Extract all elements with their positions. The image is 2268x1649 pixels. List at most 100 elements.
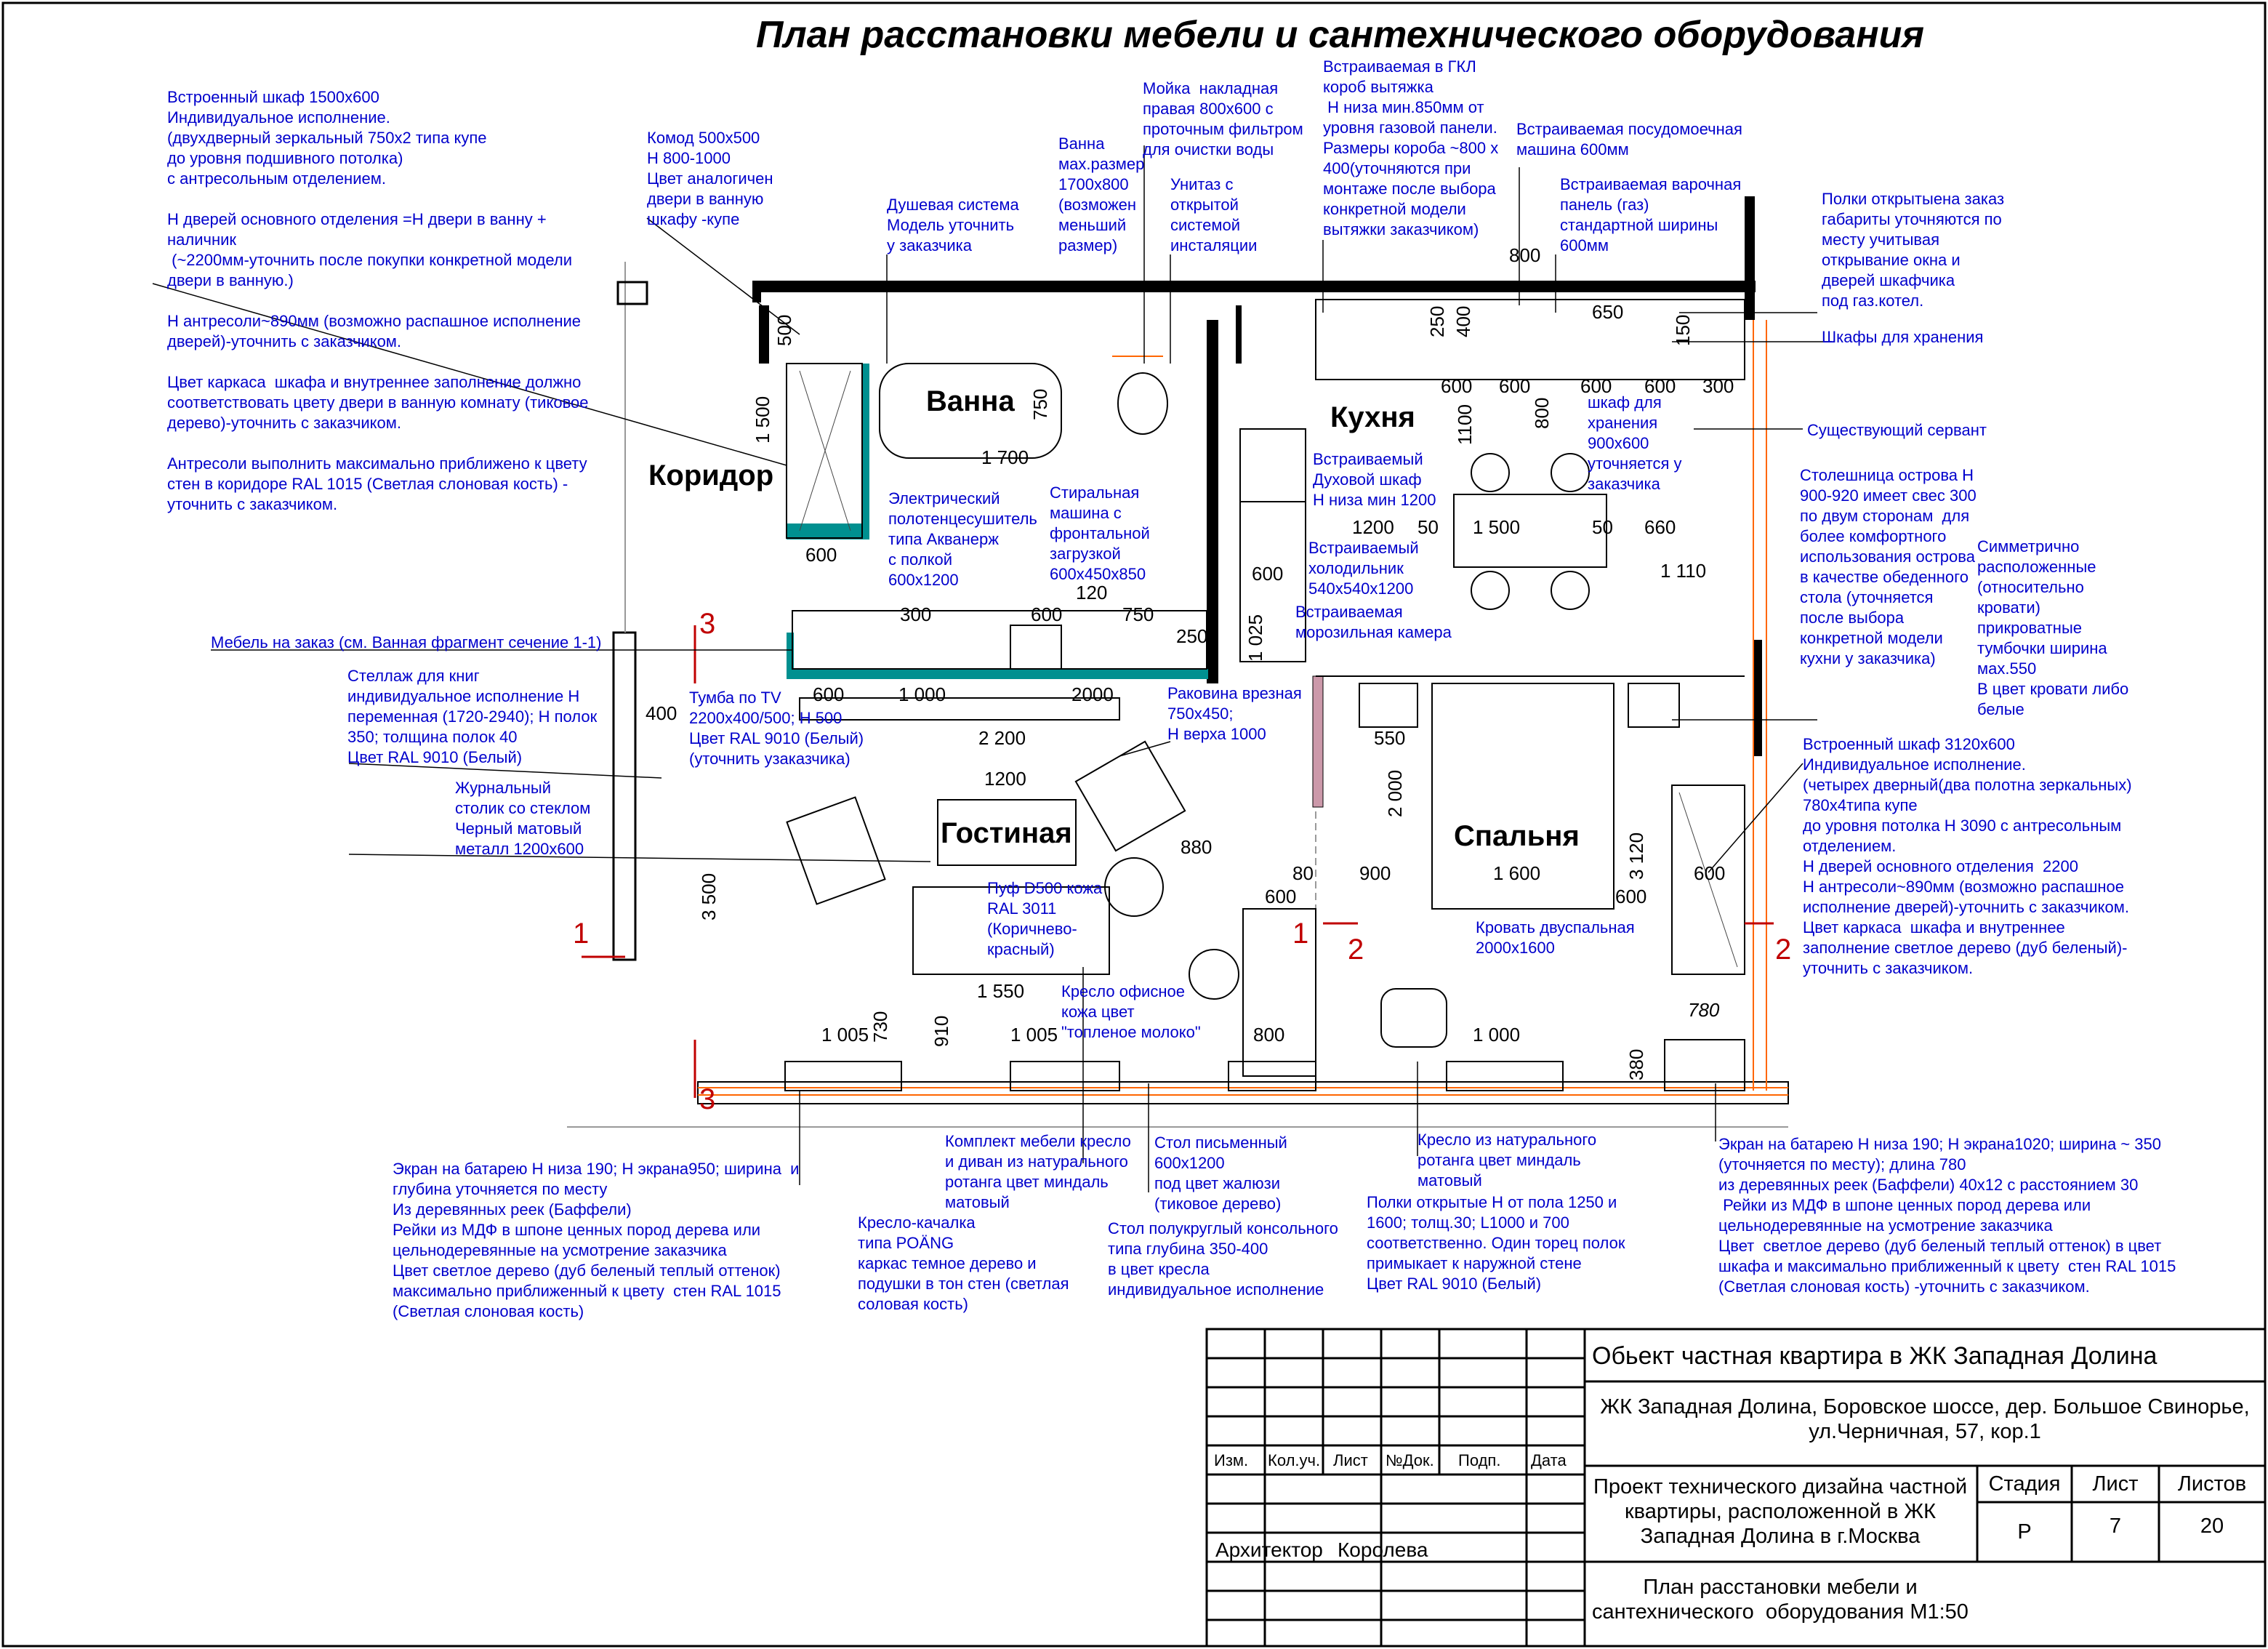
dim-730: 730 [869, 1011, 891, 1043]
dim-50-b: 50 [1592, 516, 1613, 538]
note-bath-size: Ванна мах.размер 1700х800 (возможен мень… [1058, 135, 1145, 254]
dim-1500: 1 500 [752, 396, 773, 444]
note-console: Стол полукруглый консольного типа глубин… [1108, 1219, 1338, 1299]
dim-600-corridor: 600 [805, 544, 837, 566]
dim-1100: 1100 [1454, 404, 1476, 445]
room-living-label: Гостиная [941, 817, 1072, 849]
note-rattan-set: Комплект мебели кресло и диван из натура… [945, 1132, 1131, 1211]
note-rocking-chair: Кресло-качалка типа POÄNG каркас темное … [858, 1213, 1069, 1313]
tb-object: Обьект частная квартира в ЖК Западная До… [1592, 1342, 2158, 1370]
section-mark-2-right: 2 [1775, 934, 1792, 966]
dim-1700: 1 700 [981, 446, 1029, 468]
note-desk: Стол письменный 600х1200 под цвет жалюзи… [1154, 1134, 1287, 1213]
dim-600-k2: 600 [1499, 375, 1531, 397]
note-storage: Шкафы для хранения [1822, 328, 1984, 346]
dim-910: 910 [930, 1015, 952, 1047]
dim-600-desk: 600 [1265, 886, 1297, 907]
dim-780: 780 [1688, 999, 1720, 1021]
dim-2200: 2 200 [978, 727, 1026, 749]
dim-400-left: 400 [646, 702, 677, 724]
dim-300-k: 300 [1702, 375, 1734, 397]
dim-2000-tv: 2000 [1071, 683, 1114, 705]
dim-600-wardrobe: 600 [1694, 862, 1726, 884]
note-freezer: Встраиваемая морозильная камера [1295, 603, 1452, 641]
dim-1000-tv: 1 000 [898, 683, 946, 705]
section-mark-2-left: 2 [1348, 934, 1364, 966]
dim-250-bath: 250 [1176, 625, 1208, 647]
dim-1600-bed: 1 600 [1493, 862, 1541, 884]
drawing-title: План расстановки мебели и сантехническог… [756, 14, 1924, 56]
section-mark-3-top: 3 [699, 608, 716, 640]
dim-400-kitchen: 400 [1452, 305, 1474, 337]
dim-150: 150 [1672, 314, 1694, 346]
dim-900-bed: 900 [1359, 862, 1391, 884]
tb-project: Проект технического дизайна частной квар… [1593, 1475, 1968, 1548]
tb-col-list: Лист [1333, 1451, 1368, 1469]
tb-stage-label: Стадия [1988, 1472, 2061, 1496]
room-corridor-label: Коридор [648, 460, 774, 492]
dim-1025: 1 025 [1244, 614, 1266, 662]
note-office-chair: Кресло офисное кожа цвет "топленое молок… [1061, 982, 1201, 1041]
tb-role: Архитектор [1215, 1538, 1323, 1561]
tb-stage: Р [2017, 1520, 2032, 1544]
note-shower: Душевая система Модель уточнить у заказч… [887, 196, 1019, 254]
note-bath-furniture: Мебель на заказ (см. Ванная фрагмент сеч… [211, 633, 602, 651]
note-coffee-table: Журнальный столик со стеклом Черный мато… [455, 779, 591, 858]
note-bed: Кровать двуспальная 2000х1600 [1476, 918, 1635, 957]
dim-1550: 1 550 [977, 980, 1025, 1002]
dim-660: 660 [1644, 516, 1676, 538]
note-sideboard: Существующий сервант [1807, 421, 1987, 439]
tb-col-podp: Подп. [1458, 1451, 1501, 1469]
note-bookcase: Стеллаж для книг индивидуальное исполнен… [347, 667, 598, 766]
note-storage2: шкаф для хранения 900х600 уточняется у з… [1588, 393, 1682, 493]
dim-1500-island: 1 500 [1473, 516, 1521, 538]
dim-600-bath: 600 [1031, 603, 1063, 625]
note-oven: Встраиваемый Духовой шкаф Н низа мин 120… [1313, 450, 1436, 509]
dim-750-bath: 750 [1122, 603, 1154, 625]
note-radiator-left: Экран на батарею Н низа 190; Н экрана950… [393, 1160, 800, 1320]
dim-1200-k: 1200 [1352, 516, 1394, 538]
dim-1200-living: 1200 [984, 768, 1026, 790]
section-mark-1-left: 1 [573, 918, 590, 950]
dim-80: 80 [1292, 862, 1314, 884]
note-sink-overlay: Мойка накладная правая 800х600 с проточн… [1143, 79, 1303, 159]
dim-800-desk: 800 [1253, 1024, 1285, 1046]
dim-1000-bed: 1 000 [1473, 1024, 1521, 1046]
dim-3120: 3 120 [1625, 832, 1647, 880]
dim-2000-bed: 2 000 [1384, 769, 1406, 817]
dim-50-a: 50 [1418, 516, 1439, 538]
dim-1005-a: 1 005 [821, 1024, 869, 1046]
note-pouf: Пуф D500 кожа RAL 3011 (Коричнево- красн… [987, 879, 1103, 958]
dim-600-k3: 600 [1580, 375, 1612, 397]
tb-sheets-label: Листов [2177, 1472, 2247, 1496]
tb-address: ЖК Западная Долина, Боровское шоссе, дер… [1600, 1395, 2250, 1443]
note-island: Столешница острова Н 900-920 имеет свес … [1800, 466, 1977, 667]
tb-sheet-title: План расстановки мебели и сантехническог… [1592, 1576, 1969, 1624]
note-fridge: Встраиваемый холодильник 540х540х1200 [1308, 539, 1419, 598]
dim-750-vert: 750 [1029, 388, 1051, 420]
section-mark-1-right: 1 [1292, 918, 1309, 950]
note-sink-cut: Раковина врезная 750х450; Н верха 1000 [1167, 684, 1302, 743]
dim-380: 380 [1625, 1048, 1647, 1080]
note-toilet: Унитаз с открытой системой инсталяции [1170, 175, 1258, 254]
dim-600-k1: 600 [1441, 375, 1473, 397]
dim-800-k: 800 [1531, 397, 1553, 429]
note-bedside: Симметрично расположенные (относительно … [1977, 537, 2129, 718]
dim-650: 650 [1592, 301, 1624, 323]
tb-name: Королева [1338, 1538, 1428, 1561]
dim-300-bath: 300 [900, 603, 932, 625]
dim-880: 880 [1181, 836, 1213, 858]
tb-col-kol: Кол.уч. [1268, 1451, 1321, 1469]
note-washer: Стиральная машина с фронтальной загрузко… [1050, 484, 1150, 583]
dim-120: 120 [1076, 582, 1108, 603]
note-hood: Встраиваемая в ГКЛ короб вытяжка Н низа … [1323, 57, 1499, 238]
section-mark-3-bottom: 3 [699, 1083, 716, 1115]
note-wardrobe-corridor: Встроенный шкаф 1500х600 Индивидуальное … [167, 88, 589, 513]
dim-1110: 1 110 [1660, 560, 1707, 582]
room-kitchen-label: Кухня [1330, 401, 1415, 433]
dim-600-k4: 600 [1644, 375, 1676, 397]
note-rattan-chair: Кресло из натурального ротанга цвет минд… [1418, 1131, 1597, 1189]
dim-250: 250 [1426, 305, 1448, 337]
